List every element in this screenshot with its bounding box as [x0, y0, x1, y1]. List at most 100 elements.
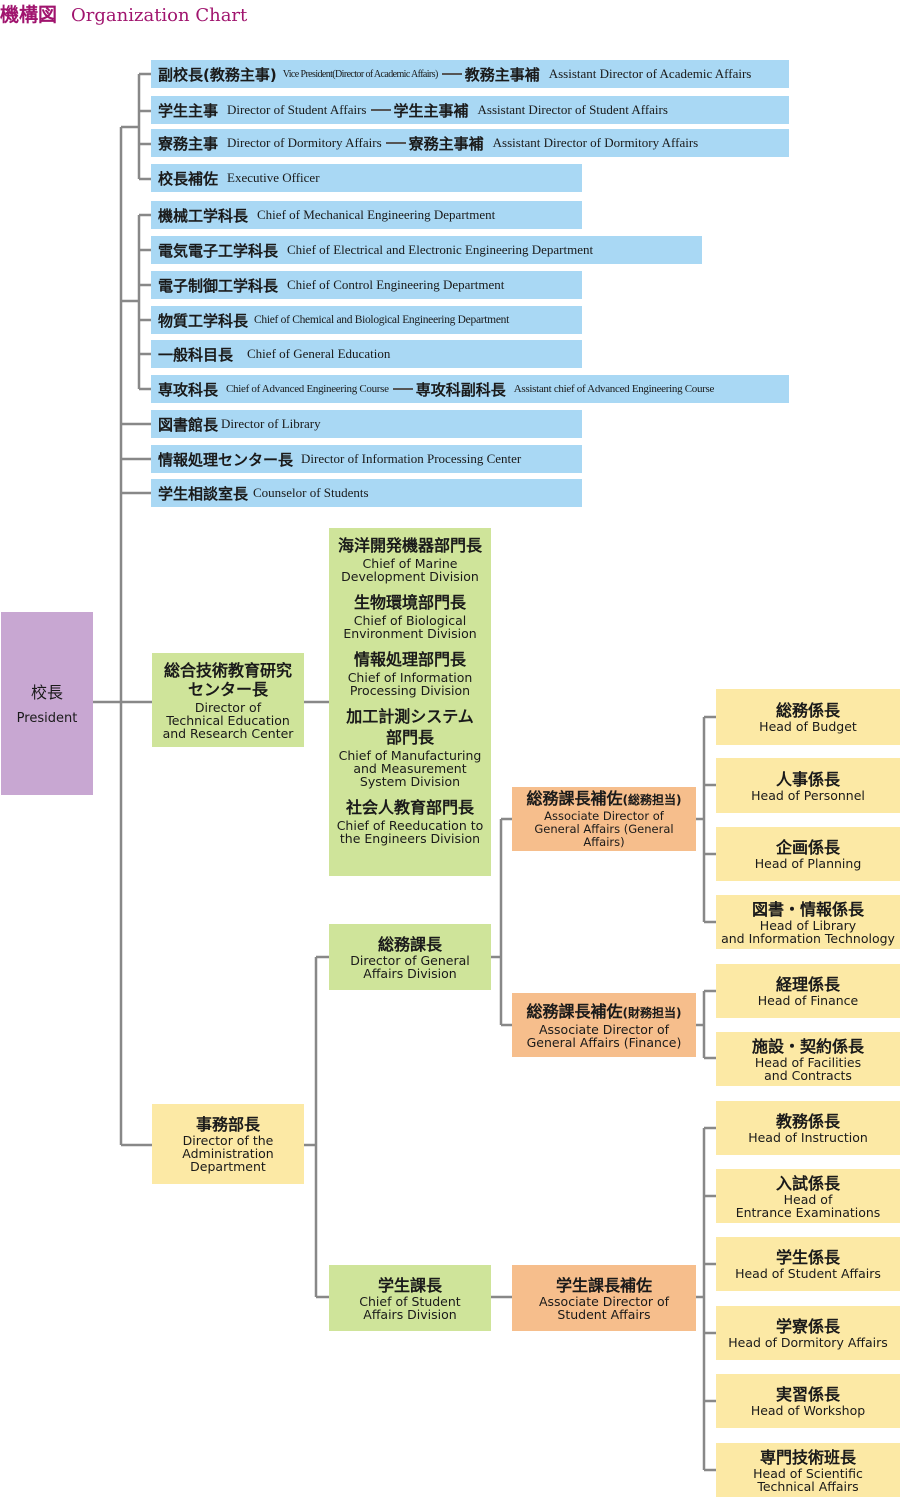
connector-dash: [441, 73, 462, 75]
president-box: 校長 President: [1, 612, 93, 795]
tech-center-en2: Technical Education: [166, 712, 290, 728]
box-en: Counselor of Students: [253, 485, 369, 500]
box-en2: Assistant chief of Advanced Engineering …: [513, 383, 715, 395]
general-education-box: 一般科目長 Chief of General Education: [151, 340, 582, 368]
head-jp: 総務係長: [775, 701, 840, 720]
head-box: 学生係長 Head of Student Affairs: [716, 1237, 900, 1291]
division-item: 海洋開発機器部門長 Chief of Marine Development Di…: [338, 536, 482, 583]
admin-en3: Department: [190, 1159, 266, 1174]
box-jp: 電子制御工学科長: [158, 276, 279, 295]
tech-center-en3: and Research Center: [162, 725, 294, 741]
head-jp: 専門技術班長: [759, 1447, 856, 1467]
assoc-finance-jp: 総務課長補佐: [526, 1001, 623, 1021]
division-en: Chief of Marine: [362, 556, 458, 571]
box-en: Chief of Advanced Engineering Course: [226, 383, 389, 395]
head-box: 図書・情報係長 Head of Library and Information …: [716, 895, 900, 949]
admin-en1: Director of the: [182, 1133, 274, 1148]
box-jp2: 教務主事補: [464, 65, 540, 84]
division-en: Processing Division: [349, 683, 471, 698]
division-en: Chief of Manufacturing: [338, 748, 482, 763]
box-jp: 副校長(教務主事): [158, 65, 277, 84]
division-en: Chief of Biological: [353, 613, 467, 628]
admin-en2: Administration: [182, 1146, 274, 1161]
tech-center-en1: Director of: [194, 699, 262, 715]
division-en: System Division: [359, 774, 461, 789]
box-jp: 寮務主事: [158, 134, 219, 153]
connector-dash: [392, 388, 413, 390]
head-en: Head of Finance: [757, 993, 859, 1008]
president-jp: 校長: [30, 682, 63, 702]
head-en: and Contracts: [764, 1067, 852, 1083]
head-en: Head of Dormitory Affairs: [728, 1335, 888, 1350]
head-box: 実習係長 Head of Workshop: [716, 1374, 900, 1428]
assoc-general-jp: 総務課長補佐: [526, 789, 623, 808]
tech-center-jp2: センター長: [187, 679, 268, 699]
assoc-finance-jp-small: (財務担当): [622, 1005, 682, 1020]
head-box: 入試係長 Head of Entrance Examinations: [716, 1169, 900, 1223]
box-en: Director of Student Affairs: [227, 102, 367, 117]
vice-president-box: 副校長(教務主事) Vice President(Director of Acad…: [151, 60, 789, 88]
head-jp: 施設・契約係長: [751, 1036, 864, 1056]
head-jp: 入試係長: [775, 1173, 840, 1193]
box-jp: 電気電子工学科長: [158, 241, 279, 260]
assoc-general-box: 総務課長補佐(総務担当) Associate Director of Gener…: [512, 787, 696, 851]
box-jp2: 寮務主事補: [408, 134, 484, 153]
assoc-finance-en2: General Affairs (Finance): [526, 1034, 682, 1050]
division-item: 加工計測システム 部門長 Chief of Manufacturing and …: [339, 707, 482, 788]
box-jp: 一般科目長: [158, 345, 234, 364]
student-affairs-en1: Chief of Student: [359, 1293, 461, 1309]
box-en2: Assistant Director of Student Affairs: [477, 102, 668, 117]
divisions-box: 海洋開発機器部門長 Chief of Marine Development Di…: [329, 528, 491, 876]
head-box: 学寮係長 Head of Dormitory Affairs: [716, 1306, 900, 1360]
admin-jp: 事務部長: [195, 1115, 260, 1134]
mechanical-dept-box: 機械工学科長 Chief of Mechanical Engineering De…: [151, 201, 582, 229]
tech-center-jp1: 総合技術教育研究: [163, 660, 292, 680]
division-jp: 加工計測システム: [346, 707, 474, 726]
assoc-general-en2: General Affairs (General Affairs): [534, 822, 674, 849]
title-en: Organization Chart: [71, 5, 248, 26]
box-en: Chief of Electrical and Electronic Engin…: [287, 242, 594, 257]
head-jp: 経理係長: [775, 975, 840, 994]
box-en2: Assistant Director of Dormitory Affairs: [492, 135, 699, 150]
division-jp: 部門長: [385, 728, 434, 747]
box-jp: 学生相談室長: [158, 484, 249, 503]
box-en: Chief of Chemical and Biological Enginee…: [254, 314, 509, 326]
box-jp: 専攻科長: [158, 380, 219, 399]
box-en: Vice President(Director of Academic Affa…: [282, 68, 439, 80]
head-en: Head of Instruction: [748, 1130, 868, 1145]
box-en: Chief of General Education: [247, 346, 391, 361]
head-en: and Information Technology: [721, 930, 895, 946]
assoc-student-box: 学生課長補佐 Associate Director of Student Aff…: [512, 1265, 696, 1331]
division-item: 生物環境部門長 Chief of Biological Environment …: [343, 593, 476, 640]
head-box: 教務係長 Head of Instruction: [716, 1101, 900, 1155]
head-en: Head of Library: [759, 917, 857, 933]
assoc-student-en1: Associate Director of: [538, 1293, 670, 1309]
connector-dash: [385, 142, 406, 144]
assoc-general-en1: Associate Director of: [544, 809, 664, 823]
head-en: Head of Budget: [759, 719, 857, 734]
box-jp: 機械工学科長: [158, 206, 249, 225]
division-jp: 社会人教育部門長: [345, 798, 474, 817]
division-en: Environment Division: [343, 626, 477, 641]
chart-title: 機構図 Organization Chart: [0, 0, 247, 28]
head-en: Head of Facilities: [754, 1054, 862, 1070]
box-jp: 物質工学科長: [158, 311, 249, 330]
head-en: Head of Planning: [754, 856, 862, 871]
box-en: Director of Information Processing Cente…: [301, 451, 522, 466]
head-en: Head of Student Affairs: [735, 1266, 881, 1281]
assoc-student-en2: Student Affairs: [557, 1306, 651, 1322]
box-en: Chief of Mechanical Engineering Departme…: [257, 207, 496, 222]
assoc-finance-box: 総務課長補佐(財務担当) Associate Director of Gener…: [512, 993, 696, 1057]
box-jp2: 専攻科副科長: [415, 380, 506, 399]
head-en: Entrance Examinations: [735, 1204, 881, 1220]
student-affairs-jp: 学生課長: [377, 1275, 442, 1295]
division-jp: 情報処理部門長: [353, 650, 466, 669]
head-jp: 教務係長: [775, 1112, 840, 1131]
title-jp: 機構図: [0, 4, 58, 26]
division-en: and Measurement: [353, 761, 467, 776]
